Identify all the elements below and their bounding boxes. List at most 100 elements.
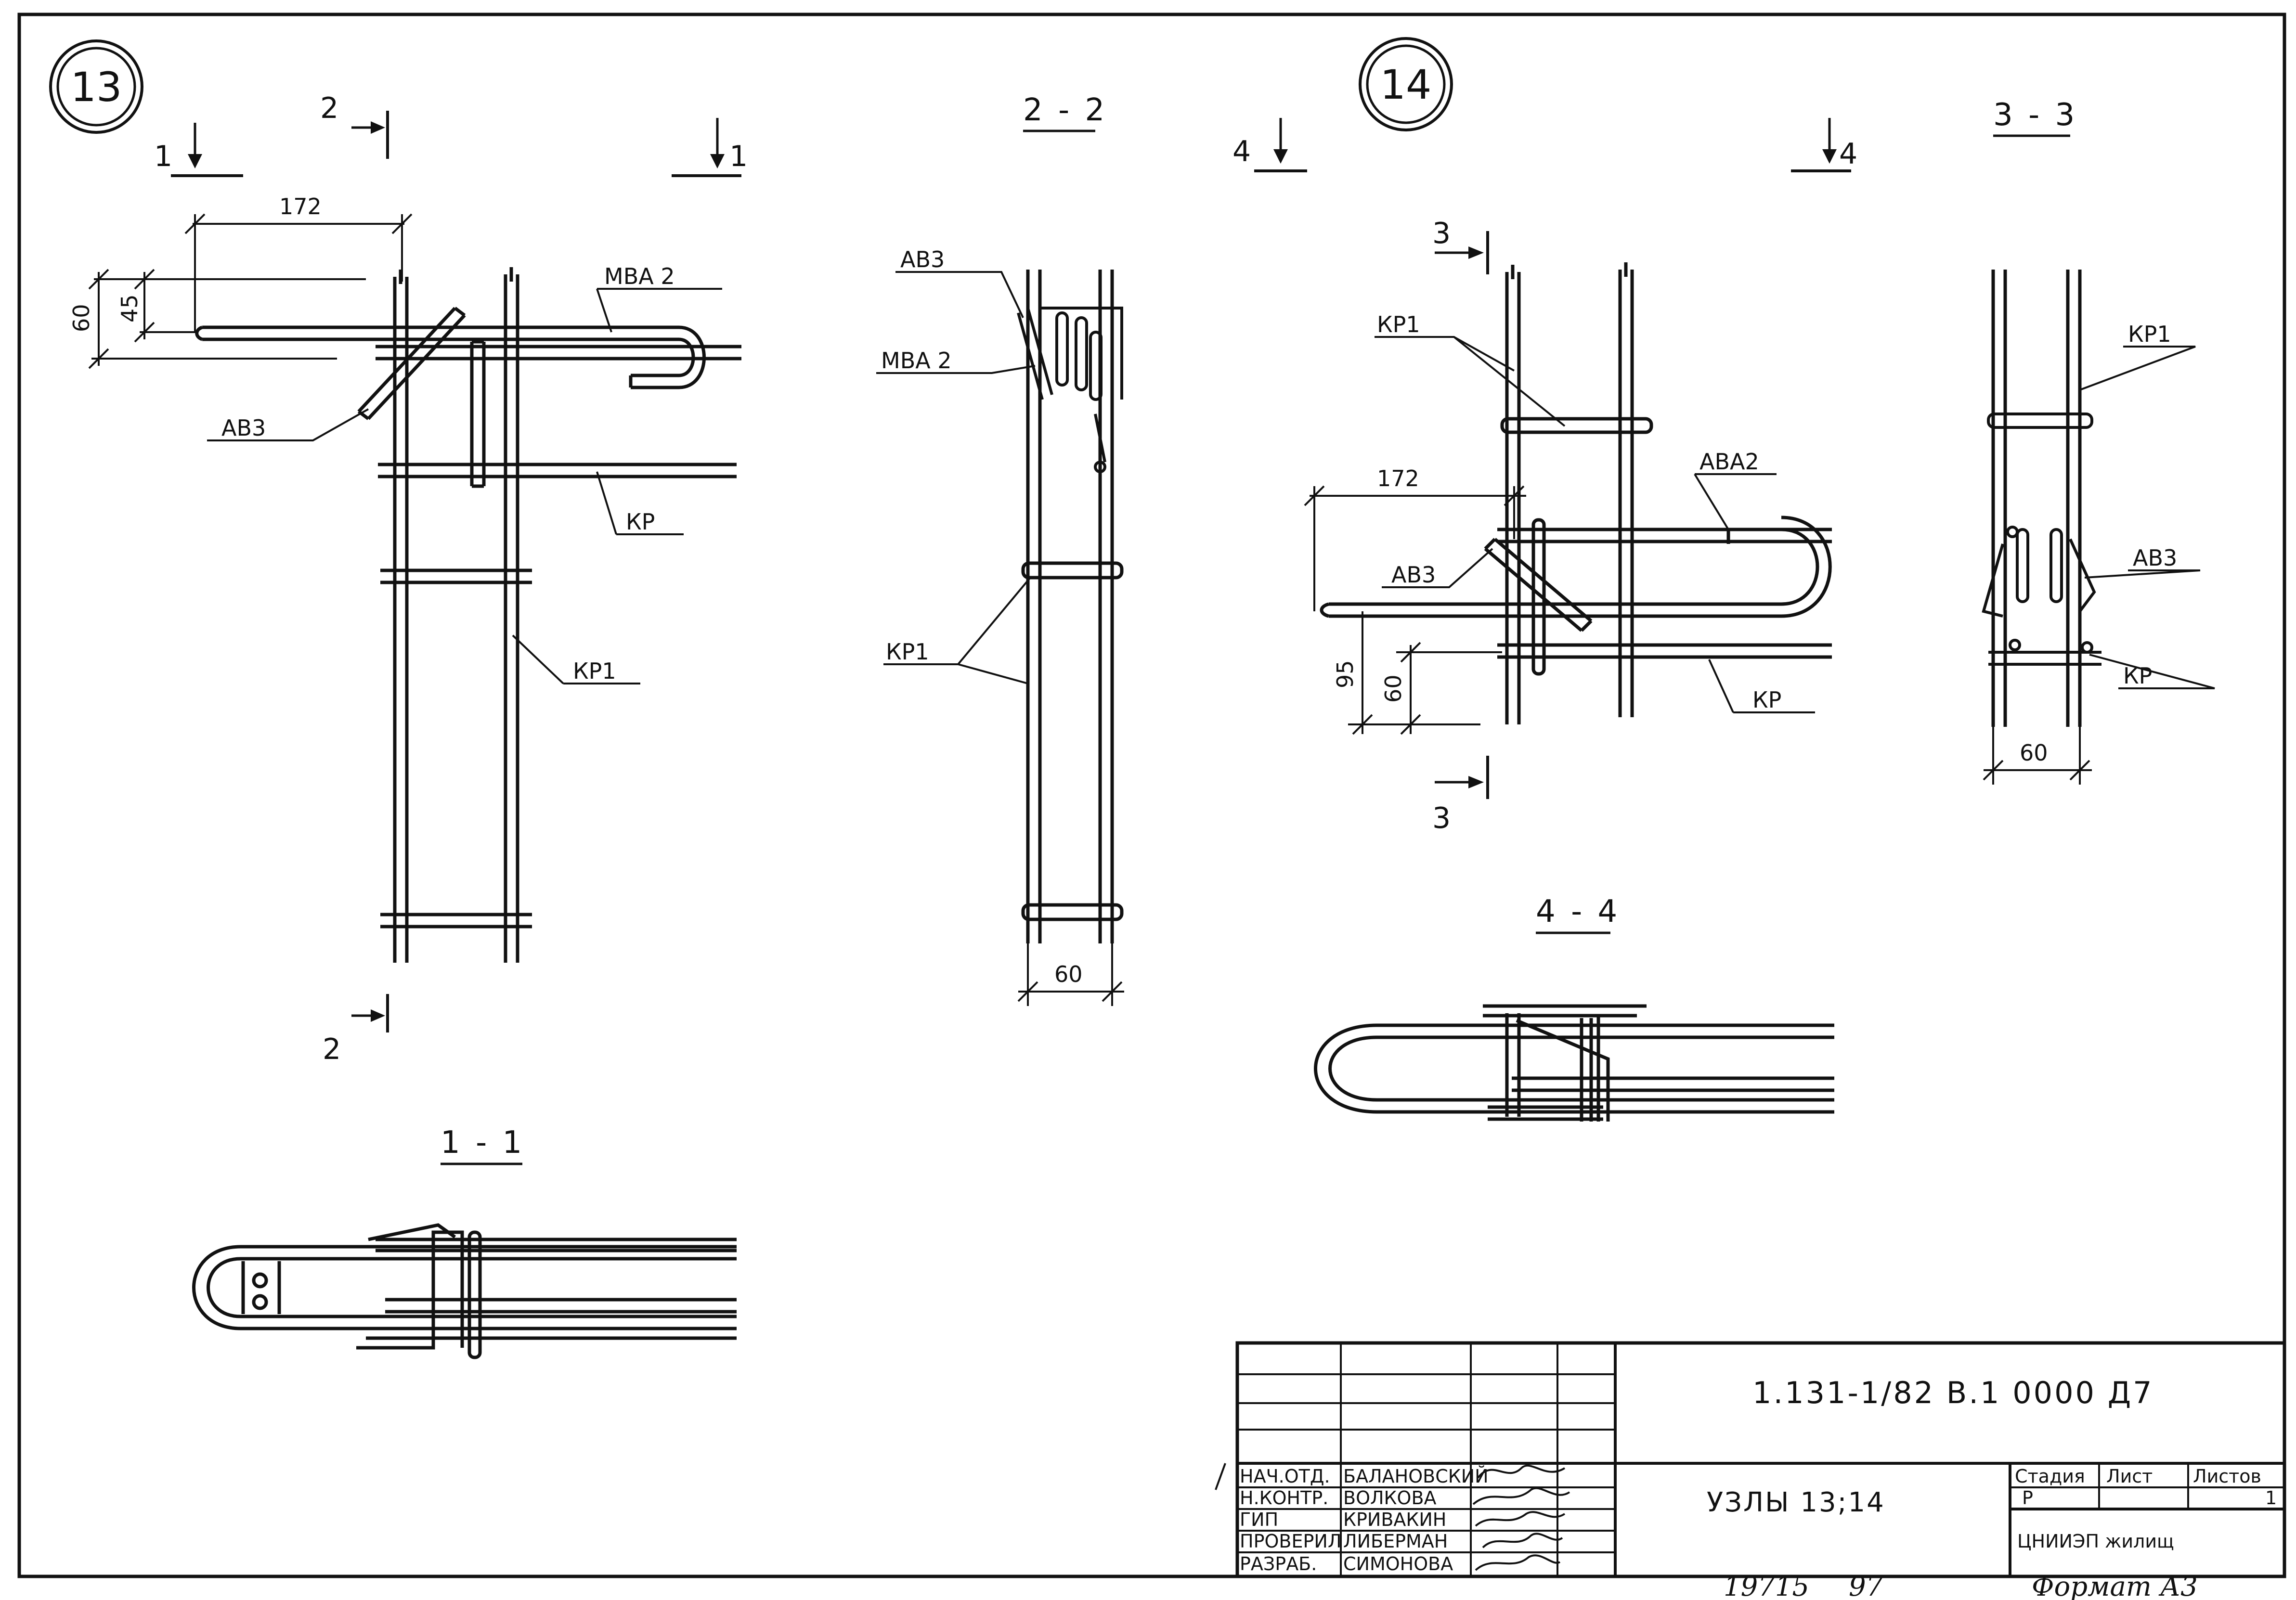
title-block: 1.131-1/82 В.1 0000 Д7 УЗЛЫ 13;14 ЦНИИЭП… xyxy=(1215,1341,2286,1578)
callout-kr-3-3: КР xyxy=(2123,663,2152,689)
section-3-3-bars xyxy=(1982,413,2101,666)
callout-kr-node13: КР xyxy=(626,509,655,535)
stage-value: Р xyxy=(2022,1487,2033,1509)
section-2-2-title: 2 - 2 xyxy=(1023,92,1107,128)
staff-name: СИМОНОВА xyxy=(1343,1553,1453,1574)
cut-2-label-bottom: 2 xyxy=(323,1032,341,1066)
callout-mva2-node13: МВА 2 xyxy=(604,263,675,289)
inventory-number: 19715 xyxy=(1724,1571,1809,1600)
dimension-172-node13 xyxy=(184,213,413,332)
dimension-45-label-node13: 45 xyxy=(117,294,143,323)
node-14-rails xyxy=(1505,262,1634,724)
staff-name: ВОЛКОВА xyxy=(1343,1487,1437,1509)
callout-ava2-node14: АВА2 xyxy=(1699,449,1759,475)
section-3-3-dimension-label: 60 xyxy=(2020,740,2048,766)
section-2-2-dimension xyxy=(1017,943,1124,1006)
dimension-vertical-node14 xyxy=(1348,611,1502,735)
callout-lines-3-3 xyxy=(2079,346,2215,689)
section-2-2-top-bars xyxy=(1017,307,1123,473)
document-code: 1.131-1/82 В.1 0000 Д7 xyxy=(1752,1375,2154,1410)
staff-role: НАЧ.ОТД. xyxy=(1240,1466,1330,1487)
dimension-95-label-node14: 95 xyxy=(1332,660,1358,688)
node-14-badge-outer xyxy=(1359,37,1453,131)
dimension-172-node14 xyxy=(1304,485,1526,611)
callout-kr1-3-3: КР1 xyxy=(2128,321,2171,347)
format-label: Формат А3 xyxy=(2032,1571,2198,1600)
cut-4-marker-right: 4 xyxy=(1791,118,1857,172)
bar-av3-node13 xyxy=(357,307,466,420)
inventory-suffix: 97 xyxy=(1849,1571,1883,1600)
callout-lines-node14 xyxy=(1375,336,1815,713)
staff-list: НАЧ.ОТД. БАЛАНОВСКИЙ Н.КОНТР. ВОЛКОВА ГИ… xyxy=(1240,1466,1489,1574)
callout-av3-2-2: АВ3 xyxy=(900,246,945,272)
section-3-3-rails xyxy=(1991,270,2082,727)
cut-1-marker-right: 1 xyxy=(672,118,748,177)
callout-av3-3-3: АВ3 xyxy=(2133,545,2177,571)
callout-lines-2-2 xyxy=(876,271,1036,684)
staff-role: Н.КОНТР. xyxy=(1240,1487,1328,1509)
section-3-3-title: 3 - 3 xyxy=(1993,97,2077,133)
stirrup-node14 xyxy=(1531,518,1546,676)
callout-av3-node13: АВ3 xyxy=(221,415,266,441)
sheet-title: УЗЛЫ 13;14 xyxy=(1707,1487,1885,1518)
signature-4 xyxy=(1482,1533,1563,1548)
cut-3-marker-bottom: 3 xyxy=(1432,756,1489,835)
node-13-badge-outer xyxy=(49,39,143,134)
cut-2-marker-bottom: 2 xyxy=(323,994,389,1066)
staff-name: ЛИБЕРМАН xyxy=(1343,1531,1448,1552)
node-14-badge-number: 14 xyxy=(1380,61,1432,108)
callout-kr1-node14: КР1 xyxy=(1377,311,1420,337)
cut-1-marker-left: 1 xyxy=(154,123,243,177)
cut-3-label-top: 3 xyxy=(1432,217,1451,250)
dimension-vertical-node13 xyxy=(88,269,366,369)
sheets-value: 1 xyxy=(2265,1487,2277,1509)
section-3-3-dimension xyxy=(1983,727,2092,785)
cut-4-marker-left: 4 xyxy=(1232,118,1307,172)
bar-mva2-node13 xyxy=(195,325,706,389)
section-4-4-bars xyxy=(1314,1004,1834,1122)
node-13-view: 13 1 1 2 2 xyxy=(49,39,748,1066)
node-14-view: 14 4 4 3 3 xyxy=(1232,37,1857,835)
dimension-172-label-node13: 172 xyxy=(279,194,322,219)
staff-role: РАЗРАБ. xyxy=(1240,1553,1317,1574)
signature-3 xyxy=(1475,1511,1566,1527)
callout-kr-node14: КР xyxy=(1752,687,1781,713)
callout-kr1-2-2: КР1 xyxy=(886,639,929,665)
organization: ЦНИИЭП жилищ xyxy=(2017,1531,2174,1552)
cut-3-label-bottom: 3 xyxy=(1432,801,1451,835)
callout-mva2-2-2: МВА 2 xyxy=(881,348,952,374)
node-13-badge-number: 13 xyxy=(71,64,122,111)
sheet-header: Лист xyxy=(2106,1466,2153,1487)
callout-av3-node14: АВ3 xyxy=(1391,562,1436,588)
sheet-frame xyxy=(17,13,2286,1578)
sheets-header: Листов xyxy=(2193,1466,2261,1487)
node-14-rungs xyxy=(1497,417,1832,659)
cut-3-marker-top: 3 xyxy=(1432,217,1489,274)
callout-kr1-node13: КР1 xyxy=(573,658,616,684)
bar-ava2-node14 xyxy=(1320,516,1832,618)
signature-5 xyxy=(1475,1554,1561,1571)
staff-name: КРИВАКИН xyxy=(1343,1509,1446,1530)
section-1-1-bars xyxy=(192,1223,737,1359)
cut-1-label-right: 1 xyxy=(729,140,748,173)
signature-2 xyxy=(1472,1487,1570,1505)
staff-name: БАЛАНОВСКИЙ xyxy=(1343,1466,1489,1487)
staff-role: ГИП xyxy=(1240,1509,1278,1530)
section-1-1-title: 1 - 1 xyxy=(441,1125,525,1161)
section-2-2-view: 2 - 2 60 xyxy=(876,92,1124,1006)
stage-header: Стадия xyxy=(2015,1466,2085,1487)
section-4-4-view: 4 - 4 xyxy=(1314,894,1834,1122)
bar-av3-node14 xyxy=(1484,538,1593,632)
title-block-grid xyxy=(1237,1343,2284,1576)
callout-lines-node13 xyxy=(207,288,722,684)
node-14-badge-inner xyxy=(1366,44,1446,124)
section-2-2-dimension-label: 60 xyxy=(1054,961,1083,987)
cut-2-label-top: 2 xyxy=(320,91,338,125)
signatures xyxy=(1215,1463,1570,1571)
staff-role: ПРОВЕРИЛ xyxy=(1240,1531,1341,1552)
signature-1 xyxy=(1477,1464,1566,1479)
cut-4-label-left: 4 xyxy=(1232,135,1251,168)
dimension-60-label-node14: 60 xyxy=(1380,674,1406,703)
section-3-3-view: 3 - 3 60 КР1 xyxy=(1982,97,2215,785)
frame-kr1-rungs xyxy=(376,345,741,929)
